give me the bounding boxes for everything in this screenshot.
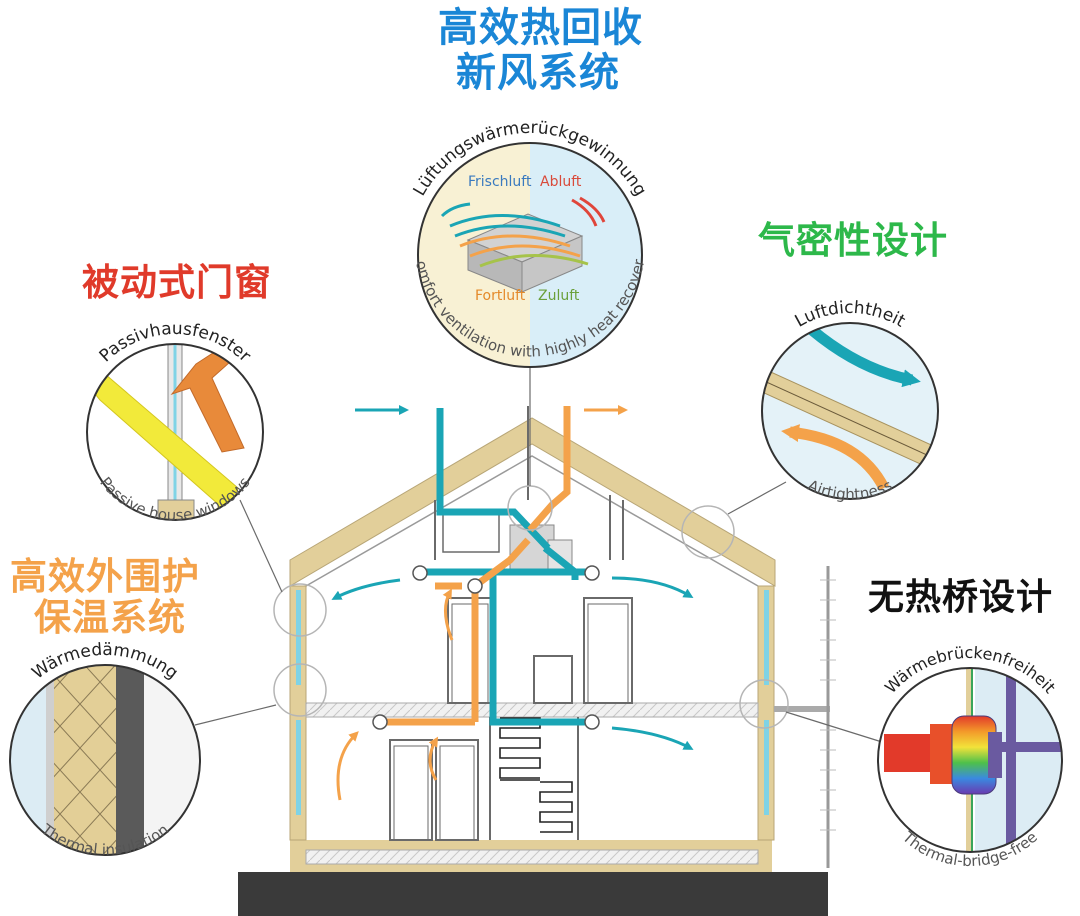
fortluft-label: Fortluft [475, 288, 526, 304]
house-section [238, 406, 836, 916]
ventilation-heading-line-1: 高效热回收 [438, 5, 643, 51]
insulation-heading-line-1: 高效外围护 [10, 555, 200, 598]
insulation-heading: 高效外围护 保温系统 [10, 556, 200, 639]
airtightness-heading: 气密性设计 [758, 219, 948, 262]
thermal-bridge-callout: Wärmebrückenfreiheit Thermal-bridge-free [877, 643, 1063, 870]
insulation-callout: Wärmedämmung Thermal insulation [9, 640, 201, 859]
thermal-bridge-heading: 无热桥设计 [868, 577, 1054, 618]
insulation-heading-line-2: 保温系统 [34, 596, 186, 640]
ground-slab [238, 872, 828, 916]
staircase [499, 717, 573, 833]
ventilation-heading-line-2: 新风系统 [456, 49, 620, 96]
windows-callout: Passivhausfenster Passive house windows [86, 319, 264, 524]
ventilation-ducts [331, 405, 694, 801]
zuluft-label: Zuluft [538, 288, 580, 304]
intermediate-floor [305, 702, 759, 718]
ventilation-heading: 高效热回收 新风系统 [438, 5, 643, 96]
windows-heading: 被动式门窗 [82, 261, 272, 304]
airtightness-callout: Luftdichtheit Airtightness [761, 298, 939, 503]
frischluft-label: Frischluft [468, 174, 532, 190]
abluft-label: Abluft [540, 174, 582, 190]
